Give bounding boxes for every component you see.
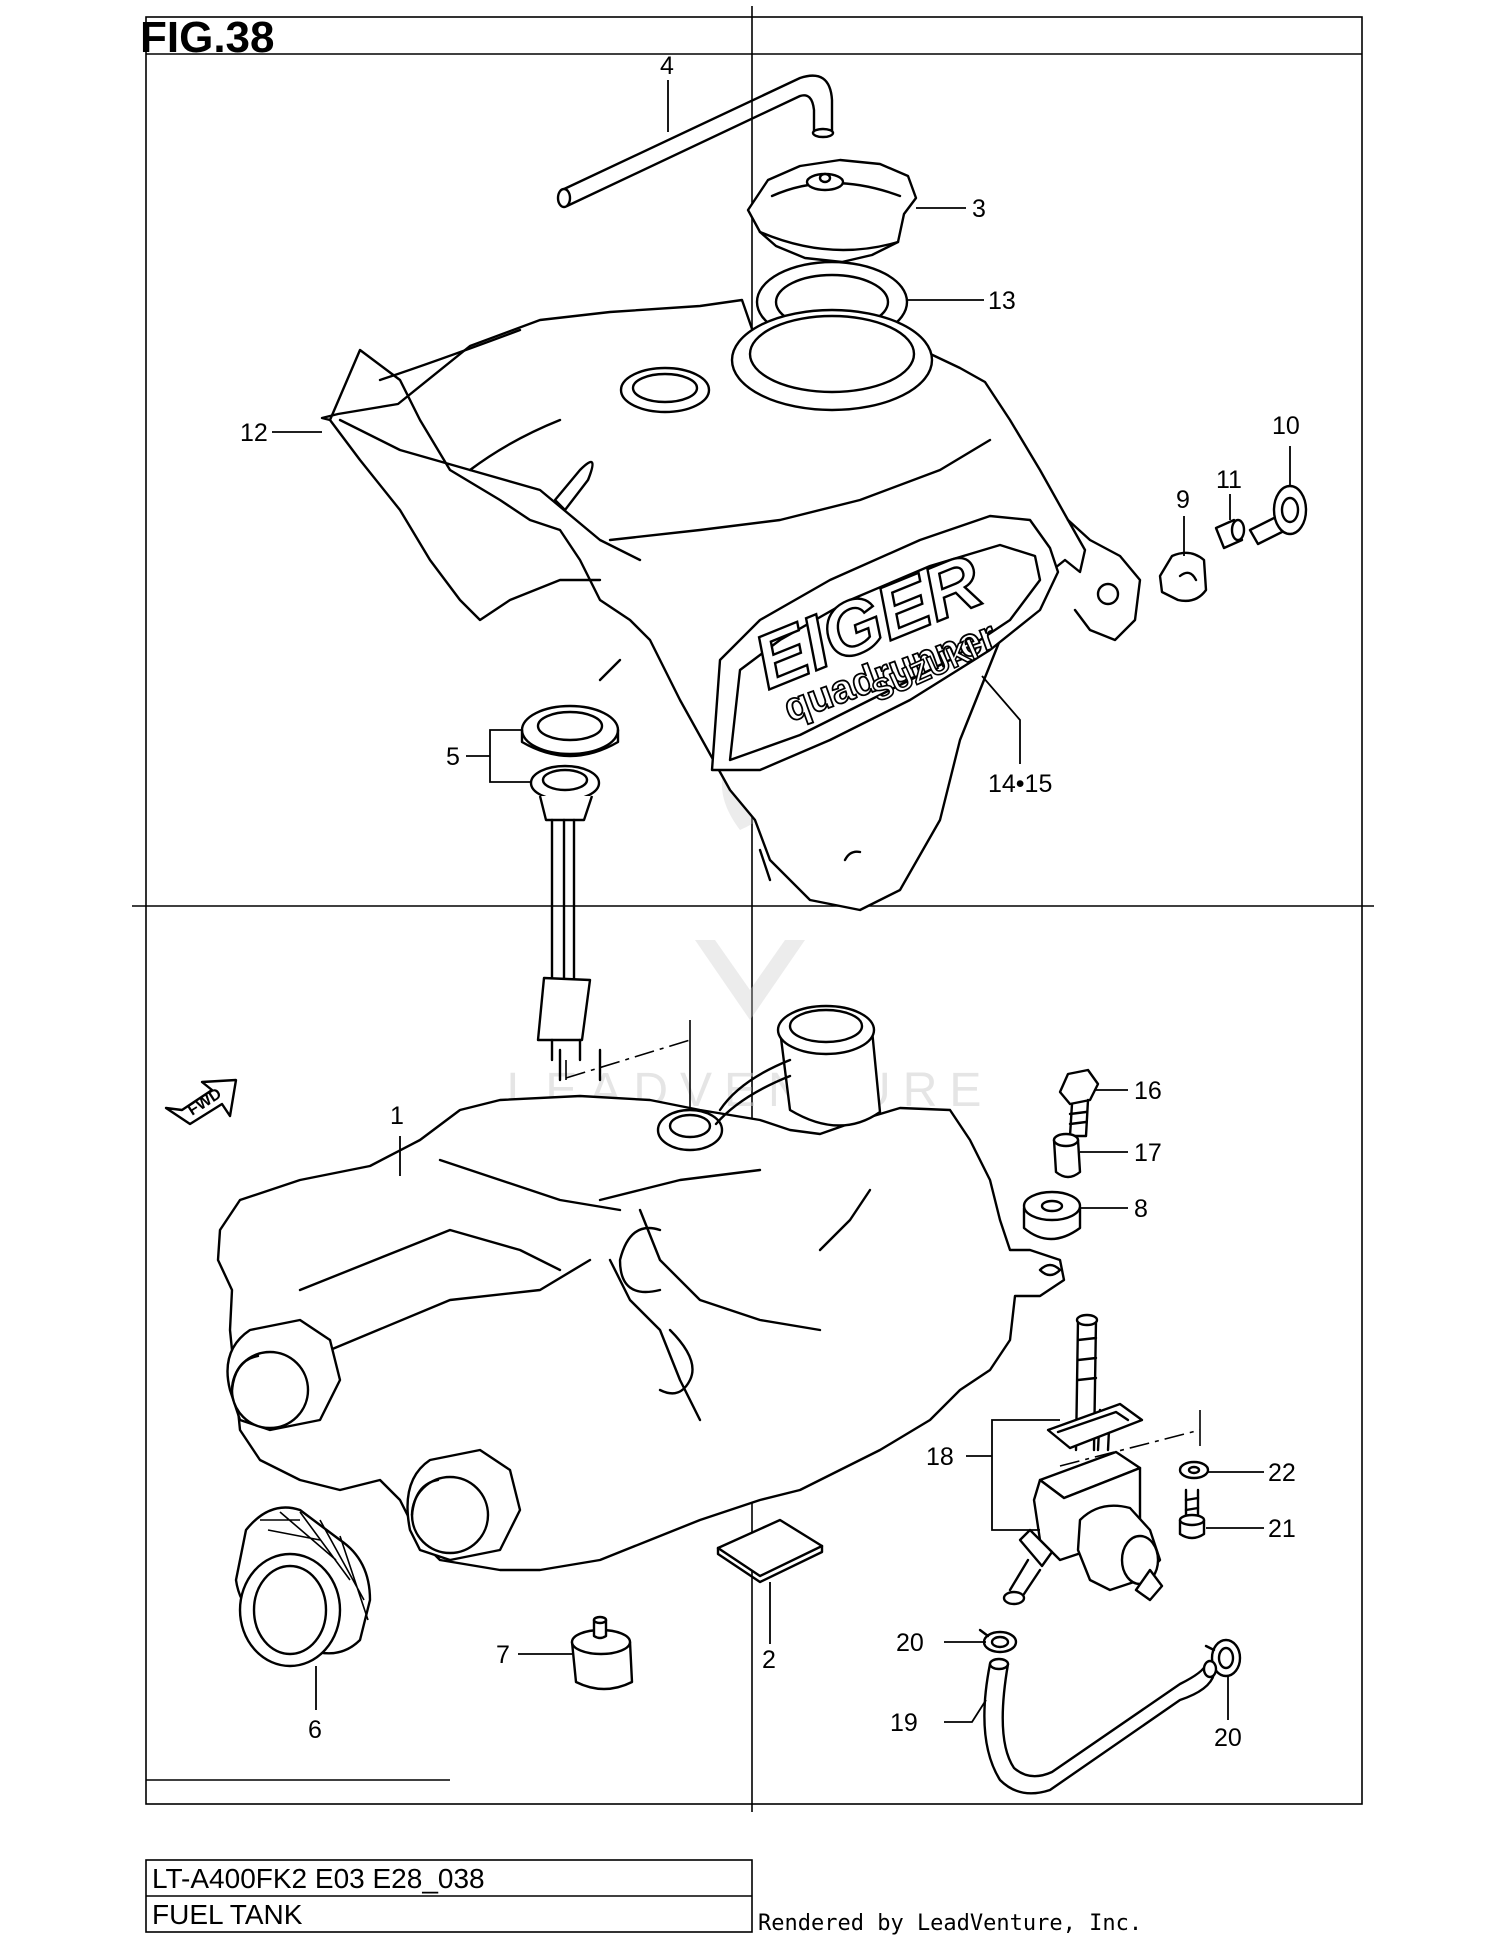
part-1-fuel-tank	[216, 1004, 1066, 1572]
part-9-grommet	[1158, 551, 1208, 603]
callout-3: 3	[972, 195, 986, 223]
callout-2: 2	[762, 1646, 776, 1674]
callout-8: 8	[1134, 1195, 1148, 1223]
callout-22: 22	[1268, 1459, 1296, 1487]
leader-lines	[272, 80, 1291, 1723]
callout-labels: 4 3 13 12 9 11 10 14•15 5 1 16 17 8 18 2…	[240, 52, 1300, 1752]
part-18-fuel-cock	[1002, 1313, 1164, 1606]
part-5-fuel-sender	[520, 704, 620, 1062]
callout-6: 6	[308, 1716, 322, 1744]
part-21-screw	[1178, 1488, 1206, 1540]
part-20-clamp-lower	[1204, 1638, 1242, 1678]
callout-17: 17	[1134, 1139, 1162, 1167]
callout-10: 10	[1272, 412, 1300, 440]
part-3-fuel-cap	[746, 158, 918, 264]
callout-16: 16	[1134, 1077, 1162, 1105]
part-16-bolt	[1058, 1068, 1100, 1138]
callout-19: 19	[890, 1709, 918, 1737]
part-20-clamp-upper	[978, 1628, 1018, 1654]
callout-14-15: 14•15	[988, 770, 1052, 798]
part-22-washer	[1178, 1460, 1210, 1480]
part-6-clamp-band	[234, 1506, 372, 1668]
callout-13: 13	[988, 287, 1016, 315]
callout-9: 9	[1176, 486, 1190, 514]
part-12-tank-cover	[320, 298, 1142, 912]
part-19-fuel-hose	[983, 1657, 1218, 1795]
callout-12: 12	[240, 419, 268, 447]
callout-20-upper: 20	[896, 1629, 924, 1657]
diagram-frame	[132, 6, 1374, 1812]
title-block-name: FUEL TANK	[152, 1899, 303, 1930]
render-credit: Rendered by LeadVenture, Inc.	[758, 1911, 1142, 1936]
callout-7: 7	[496, 1641, 510, 1669]
callout-18: 18	[926, 1443, 954, 1471]
callout-21: 21	[1268, 1515, 1296, 1543]
part-10-bolt	[1248, 484, 1308, 546]
part-8-grommet	[1022, 1190, 1082, 1241]
callout-4: 4	[660, 52, 674, 80]
title-block-model-code: LT-A400FK2 E03 E28_038	[152, 1863, 485, 1894]
assembly-guide-lines	[565, 1020, 1201, 1467]
callout-1: 1	[390, 1102, 404, 1130]
fwd-arrow-icon: FWD	[164, 1078, 238, 1126]
part-11-collar	[1214, 518, 1246, 550]
figure-title: FIG.38	[140, 13, 275, 62]
part-17-collar	[1052, 1132, 1082, 1179]
part-7-cushion	[570, 1615, 634, 1691]
title-block: LT-A400FK2 E03 E28_038 FUEL TANK	[145, 1859, 753, 1933]
part-4-breather-hose	[556, 74, 835, 209]
callout-11: 11	[1216, 466, 1242, 494]
callout-5: 5	[446, 743, 460, 771]
part-2-pad	[716, 1518, 824, 1584]
callout-20-lower: 20	[1214, 1724, 1242, 1752]
